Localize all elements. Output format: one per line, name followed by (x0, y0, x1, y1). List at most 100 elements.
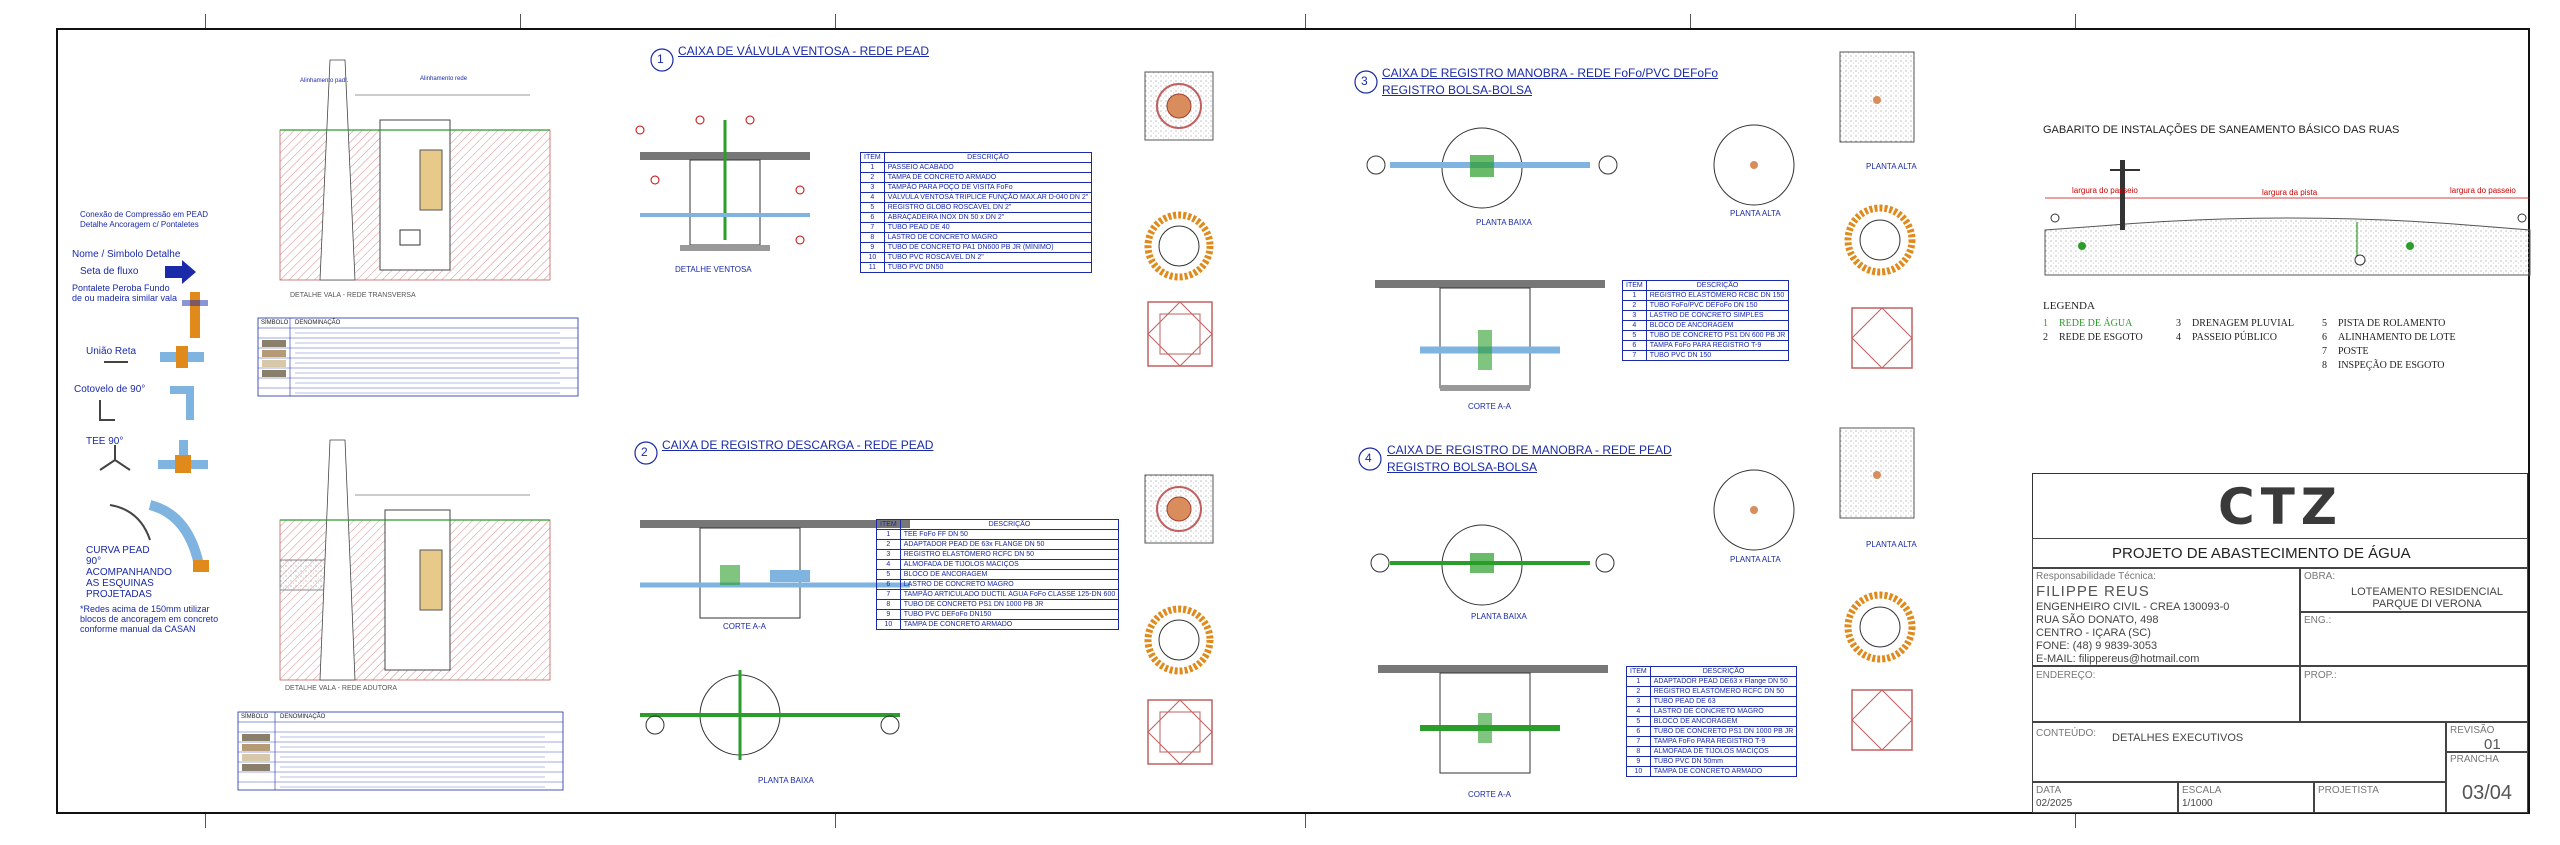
revisao-label: REVISÃO (2450, 725, 2495, 736)
table-cell-item: 3 (876, 549, 901, 560)
table-cell-description: TUBO PVC ROSCÁVEL DN 2" (883, 252, 1093, 263)
eng-cell (2300, 612, 2528, 666)
section3-caption-planta-alta-1: PLANTA ALTA (1730, 209, 1781, 218)
section3-drawing (1366, 51, 1916, 391)
street-section-drawing (2044, 160, 2531, 276)
table-cell-item: 4 (1626, 706, 1651, 717)
section4-title: CAIXA DE REGISTRO DE MANOBRA - REDE PEAD (1387, 443, 1672, 457)
table-cell-description: TAMPÃO PARA POÇO DE VISITA FoFo (883, 182, 1093, 193)
ctz-logo (2220, 488, 2400, 526)
vala-detail-top: Alinhamento padr. Alinhamento rede (279, 59, 551, 281)
table-cell-description: TUBO PVC DN 150 (1645, 350, 1790, 361)
table-cell-item: 7 (1626, 736, 1651, 747)
border-tick (1690, 14, 1691, 28)
prop-cell (2300, 666, 2528, 722)
legend-item-seta: Seta de fluxo (80, 266, 139, 277)
table-cell-item: 3 (1622, 310, 1647, 321)
table-cell-item: 8 (876, 599, 901, 610)
table-header-item: ITEM (1626, 666, 1651, 677)
prancha-label: PRANCHA (2450, 754, 2499, 765)
table-cell-description: TAMPÃO ARTICULADO DUCTIL ÁGUA FoFo CLASS… (899, 589, 1120, 600)
table-cell-item: 4 (876, 559, 901, 570)
section3-number-circle (1354, 70, 1378, 94)
table-cell-description: TUBO DE CONCRETO PS1 DN 1000 PB JR (1649, 726, 1798, 737)
table-cell-description: ADAPTADOR PEAD DE63 x Flange DN 50 (1649, 676, 1798, 687)
engineer-role: ENGENHEIRO CIVIL - CREA 130093-0 (2036, 601, 2230, 613)
table-cell-item: 2 (860, 172, 885, 183)
border-tick (835, 14, 836, 28)
legend-item-number: 7 (2322, 346, 2327, 357)
table-cell-description: TAMPA FoFo PARA REGISTRO T-9 (1649, 736, 1798, 747)
table-cell-description: TUBO PEAD DE 40 (883, 222, 1093, 233)
obra-label: OBRA: (2304, 571, 2336, 582)
ctz-logo-text: CTZ (2218, 478, 2344, 536)
conteudo-value: DETALHES EXECUTIVOS (2112, 732, 2244, 744)
table-cell-description: ABRAÇADEIRA INOX DN 50 x DN 2" (883, 212, 1093, 223)
table-cell-item: 9 (860, 242, 885, 253)
table-cell-description: REGISTRO ELASTÔMERO RCBC DN 150 (1645, 290, 1790, 301)
table-header-item: ITEM (1622, 280, 1647, 291)
border-tick (520, 14, 521, 28)
table-cell-item: 1 (876, 529, 901, 540)
table-cell-item: 5 (1626, 716, 1651, 727)
prancha-value: 03/04 (2462, 782, 2513, 804)
section3-caption-planta-alta-2: PLANTA ALTA (1866, 162, 1917, 171)
section4-caption-corte: CORTE A-A (1468, 790, 1511, 799)
symbol-table-top (257, 317, 579, 397)
sym-table1-h1: SÍMBOLO (261, 320, 289, 326)
table-cell-item: 5 (876, 569, 901, 580)
table-cell-item: 5 (860, 202, 885, 213)
engineer-city: CENTRO - IÇARA (SC) (2036, 627, 2151, 639)
data-label: DATA (2036, 785, 2062, 796)
table-cell-item: 2 (1622, 300, 1647, 311)
legend-item-label: DRENAGEM PLUVIAL (2192, 318, 2294, 329)
section3-caption-corte: CORTE A-A (1468, 402, 1511, 411)
endereco-label: ENDEREÇO: (2036, 670, 2096, 681)
prancha-cell (2446, 752, 2528, 813)
table-cell-description: TAMPA DE CONCRETO ARMADO (883, 172, 1093, 183)
table-header-description: DESCRIÇÃO (1645, 280, 1790, 291)
section3-subtitle: REGISTRO BOLSA-BOLSA (1382, 83, 1533, 97)
table-cell-description: TUBO DE CONCRETO PA1 DN600 PB JR (MÍNIMO… (883, 242, 1093, 253)
table-header-description: DESCRIÇÃO (899, 519, 1120, 530)
section3-caption-planta-baixa: PLANTA BAIXA (1476, 218, 1532, 227)
vala2-caption: DETALHE VALA - REDE ADUTORA (285, 685, 398, 692)
legend-item: 7 POSTE (2322, 346, 2369, 357)
table-cell-item: 10 (860, 252, 885, 263)
legend-item-label: PASSEIO PÚBLICO (2192, 332, 2277, 343)
table-header-item: ITEM (876, 519, 901, 530)
table-cell-description: ALMOFADA DE TIJOLOS MACIÇOS (899, 559, 1120, 570)
projetista-cell (2314, 782, 2446, 813)
section1-number: 1 (657, 52, 664, 66)
svg-text:Alinhamento rede: Alinhamento rede (420, 76, 468, 82)
engineer-email: E-MAIL: filippereus@hotmail.com (2036, 653, 2200, 665)
legend-item-label: POSTE (2338, 346, 2369, 357)
section1-caption: DETALHE VENTOSA (675, 265, 752, 274)
vala1-caption: DETALHE VALA - REDE TRANSVERSA (290, 292, 416, 299)
legend-item-number: 6 (2322, 332, 2327, 343)
border-tick (205, 14, 206, 28)
table-cell-description: BLOCO DE ANCORAGEM (1649, 716, 1798, 727)
cotovelo-90-icon (99, 386, 194, 421)
table-cell-item: 11 (860, 262, 885, 273)
left-panel-header: Nome / Simbolo Detalhe (72, 249, 181, 260)
legend-item-uniao: União Reta (86, 346, 137, 357)
table-cell-description: TUBO PVC DEFoFo DN150 (899, 609, 1120, 620)
